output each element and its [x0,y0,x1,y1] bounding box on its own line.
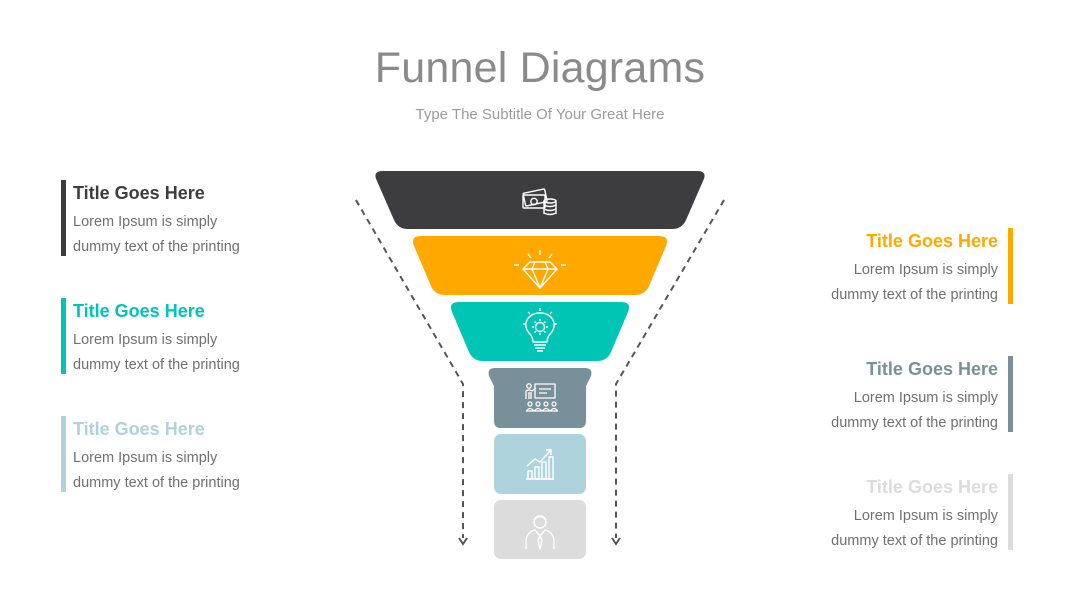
item-title: Title Goes Here [73,183,205,203]
funnel-stage-5 [494,434,586,494]
accent-bar [1008,228,1013,304]
presentation-icon [525,383,559,412]
accent-bar [1008,356,1013,432]
accent-bar [61,298,66,374]
growth-chart-icon [526,449,554,480]
funnel-stage-1 [375,171,705,229]
page-subtitle: Type The Subtitle Of Your Great Here [415,106,665,123]
accent-bar [61,416,66,492]
accent-bar [1008,474,1013,550]
item-title: Title Goes Here [73,301,205,321]
item-title: Title Goes Here [866,477,998,497]
item-title: Title Goes Here [866,359,998,379]
page-title: Funnel Diagrams [374,44,706,92]
accent-bar [61,180,66,256]
item-title: Title Goes Here [866,231,998,251]
businessman-icon [525,515,555,550]
diamond-icon [514,250,566,289]
funnel-stage-6 [494,500,586,559]
dashed-guide-right [611,199,725,546]
dashed-guide-left [355,199,468,546]
funnel-stage-2 [412,236,668,295]
money-icon [522,188,557,216]
item-title: Title Goes Here [73,419,205,439]
lightbulb-gear-icon [523,308,557,352]
